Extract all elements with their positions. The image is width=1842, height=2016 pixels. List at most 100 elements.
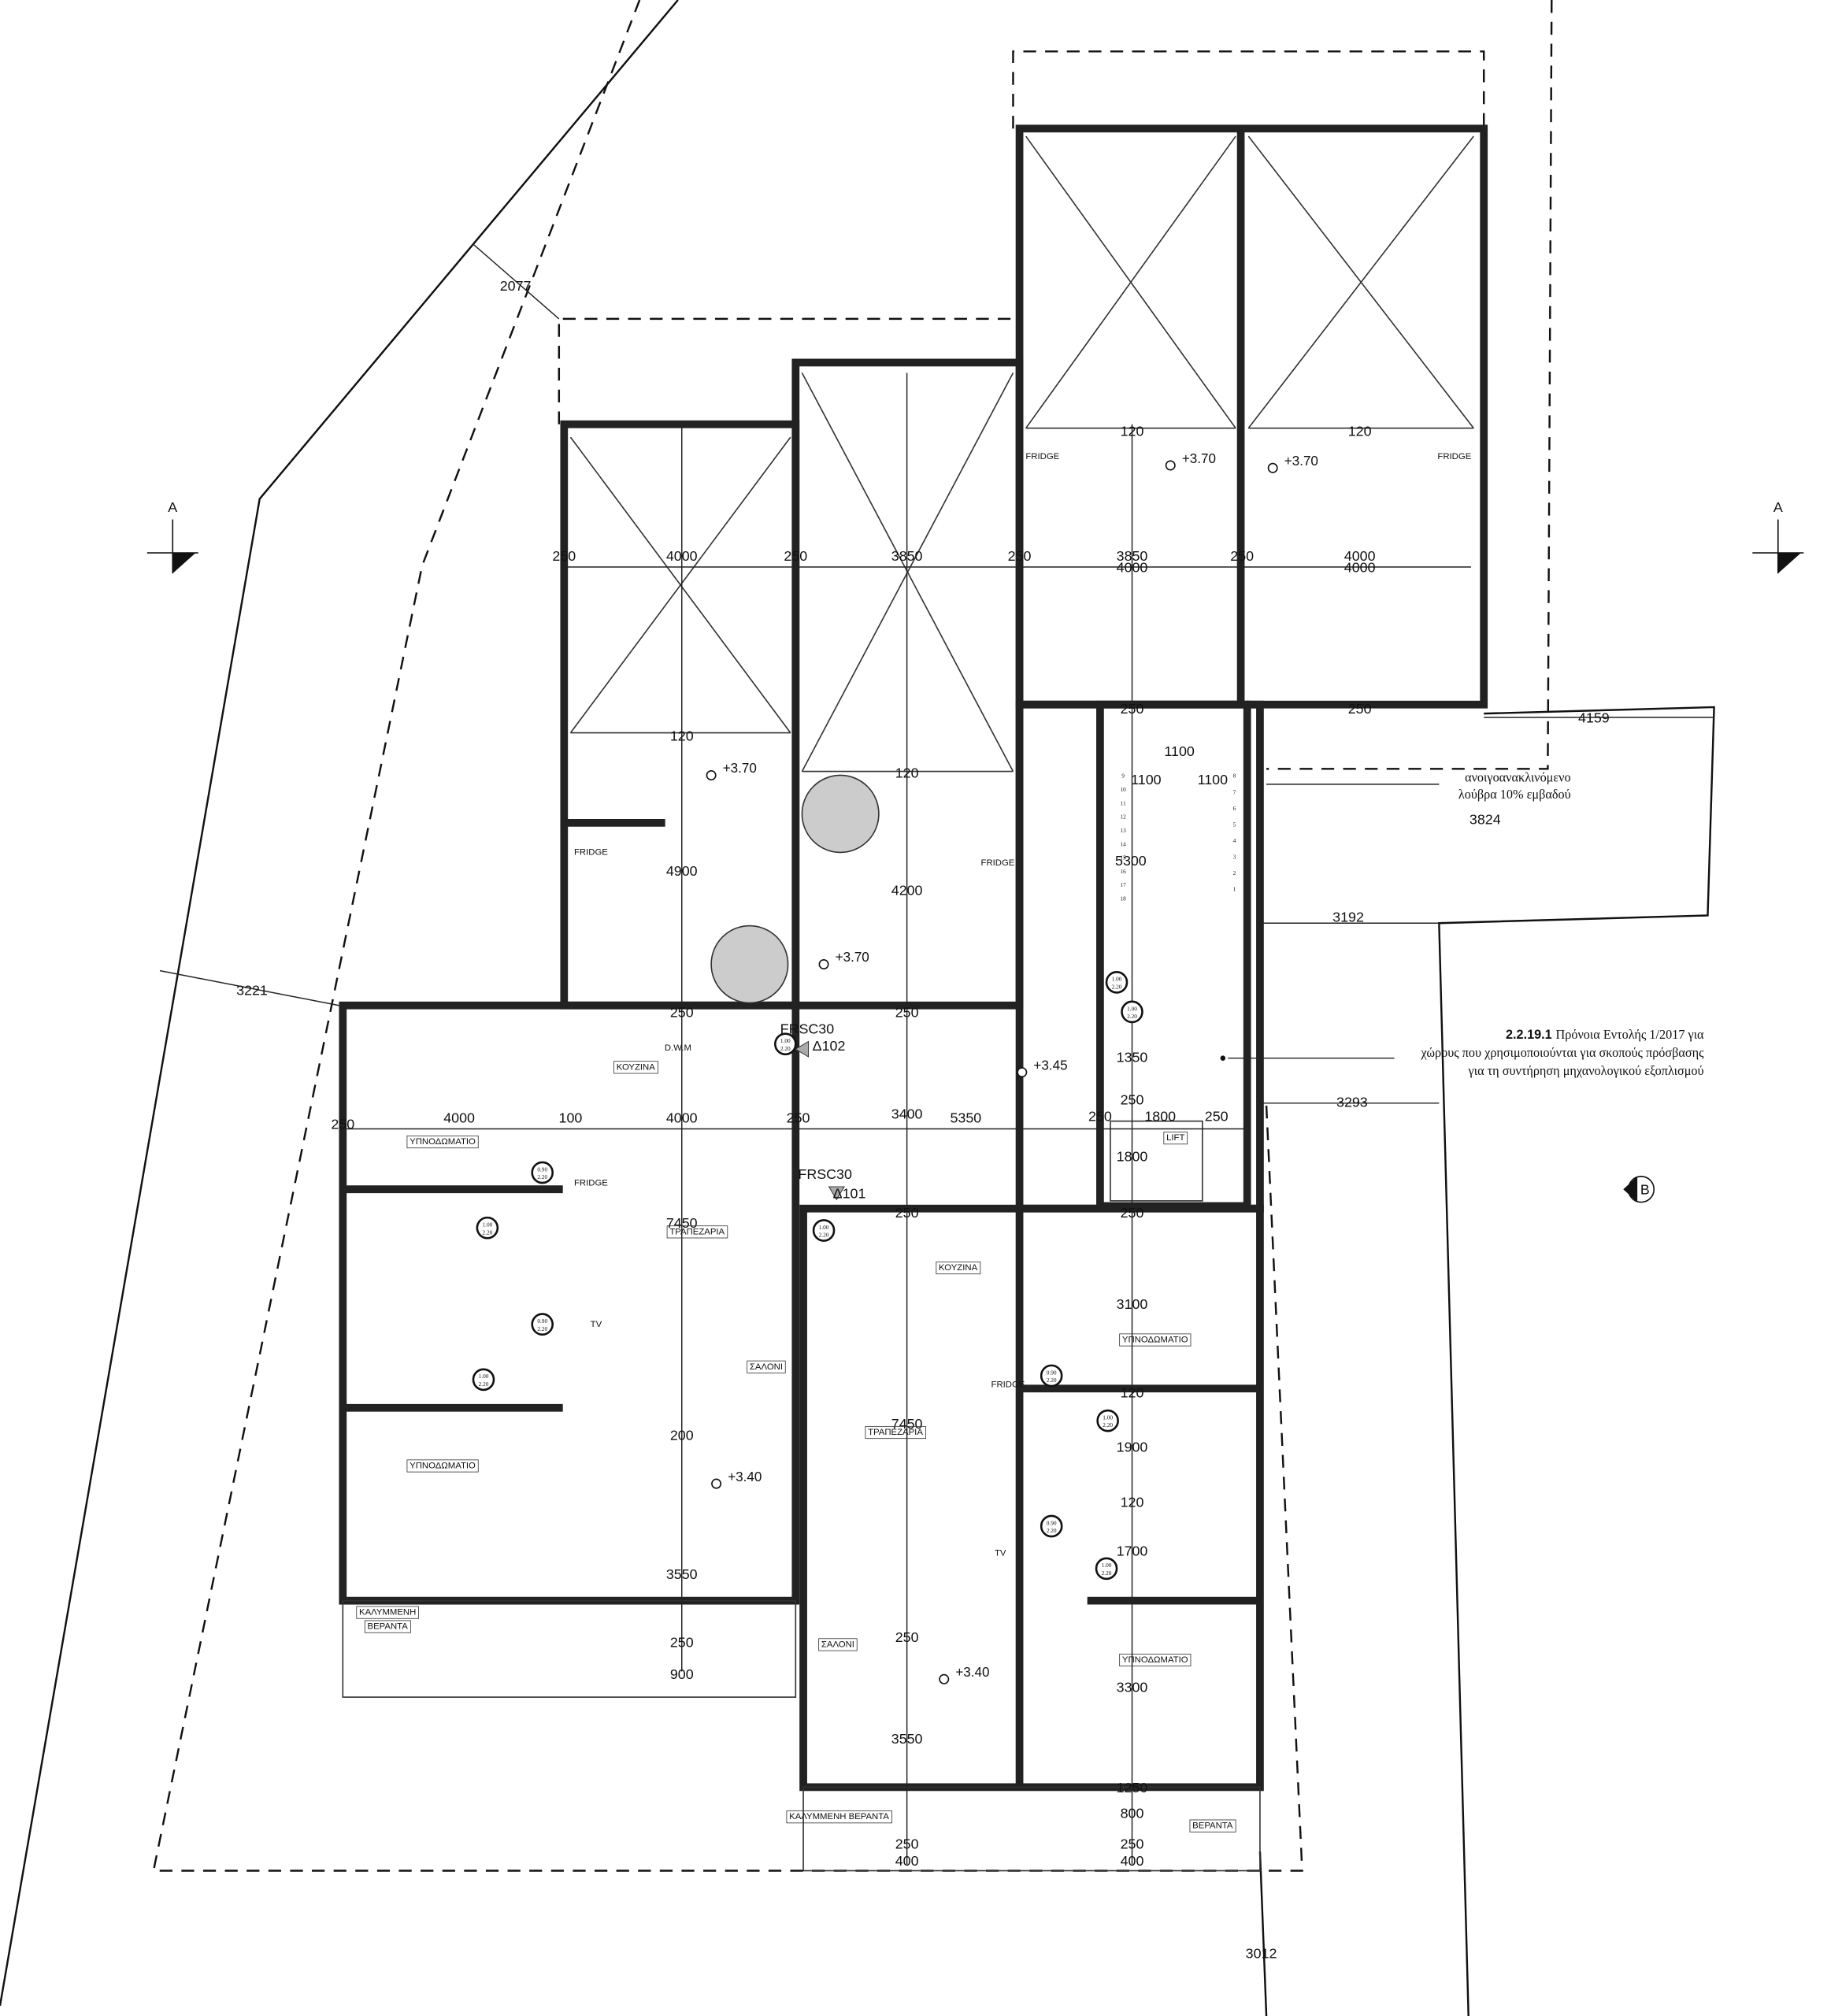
door-tag-circle	[1096, 1409, 1119, 1432]
dimension-label: 400	[895, 1853, 919, 1869]
door-height: 2.20	[1047, 1527, 1057, 1534]
stair-step-number: 12	[1120, 813, 1126, 821]
room-label: LIFT	[1166, 1133, 1184, 1143]
room-label-frame	[865, 1425, 926, 1440]
dimension-label: 3221	[236, 983, 268, 999]
door-height: 2.20	[1103, 1421, 1113, 1429]
level-value: +3.70	[723, 761, 757, 776]
dimension-label: 1350	[1117, 1050, 1148, 1065]
door-height: 2.20	[482, 1228, 492, 1236]
level-value: +3.70	[836, 950, 869, 965]
level-marker-icon	[706, 769, 717, 781]
door-height: 2.20	[537, 1325, 547, 1332]
stair-step-number: 13	[1120, 827, 1126, 834]
dimension-label: 250	[895, 1004, 919, 1020]
fixture-label: TV	[591, 1320, 602, 1329]
door-tag-circle	[531, 1313, 554, 1336]
section-arrow-icon	[1777, 553, 1802, 574]
dimension-label: 800	[1121, 1806, 1144, 1821]
dimension-label: 250	[784, 548, 807, 564]
dimension-label: 1100	[1164, 743, 1194, 759]
fire-door-triangle-icon	[828, 1186, 845, 1201]
room-label-frame	[364, 1620, 411, 1633]
stair-step-number: 18	[1120, 895, 1126, 902]
room-label-frame	[406, 1459, 479, 1473]
fixture-label: FRIDGE	[1025, 452, 1059, 461]
dimension-label: 7450	[666, 1215, 698, 1231]
door-tag-circle	[1040, 1364, 1063, 1388]
dimension-label: 100	[559, 1110, 583, 1125]
dimension-label: 120	[1121, 1385, 1144, 1401]
dimension-label: 1800	[1144, 1109, 1176, 1125]
door-width: 1.00	[479, 1373, 489, 1380]
stair-step-number: 9	[1121, 773, 1125, 780]
stair-step-number: 15	[1120, 854, 1126, 862]
stair-step-number: 7	[1233, 788, 1236, 795]
dimension-label: 400	[1121, 1853, 1144, 1869]
room-label-frame	[747, 1360, 786, 1373]
dimension-label: 4000	[666, 1110, 698, 1125]
door-width: 1.00	[482, 1221, 492, 1228]
fire-door-note-1: FRSC30 Δ102	[780, 1021, 845, 1058]
dimension-label: 250	[787, 1110, 810, 1125]
room-label: ΤΡΑΠΕΖΑΡΙΑ	[669, 1227, 725, 1236]
room-label: ΣΑΛΟΝΙ	[750, 1362, 783, 1372]
fixture-label: D.W.M	[665, 1043, 691, 1053]
dimension-label: 250	[895, 1629, 919, 1645]
stair-step-number: 4	[1233, 837, 1236, 844]
door-height: 2.20	[1047, 1377, 1057, 1384]
door-width: 1.00	[780, 1037, 791, 1044]
dimension-label: 3012	[1246, 1945, 1277, 1961]
door-height: 2.20	[537, 1173, 547, 1180]
room-label: ΚΟΥΖΙΝΑ	[939, 1263, 978, 1273]
dimension-label: 4159	[1578, 710, 1610, 726]
louvre-note-line: ανοιγοανακλινόμενο	[1465, 770, 1571, 785]
room-label: ΥΠΝΟΔΩΜΑΤΙΟ	[1122, 1655, 1188, 1665]
louvre-note-line: λούβρα 10% εμβαδού	[1458, 787, 1571, 802]
fire-door-code: FRSC30	[780, 1021, 835, 1037]
level-marks: +3.70+3.70+3.70+3.70+3.45+3.40+3.40	[706, 451, 1318, 1684]
dimension-label: 3550	[891, 1731, 923, 1747]
stair-step-number: 1	[1233, 886, 1236, 893]
dimension-label: 2077	[500, 278, 532, 294]
door-tag-circle	[476, 1216, 499, 1240]
stair-step-number: 5	[1233, 821, 1236, 828]
dimension-label: 250	[1008, 548, 1032, 564]
dimension-label: 250	[1230, 548, 1254, 564]
dimension-label: 5350	[950, 1110, 981, 1125]
clause-line: για τη συντήρηση μηχανολογικού εξοπλισμο…	[1468, 1063, 1704, 1078]
dimension-label: 250	[670, 1004, 694, 1020]
door-width: 1.00	[1127, 1005, 1137, 1012]
dimension-label: 200	[670, 1428, 694, 1443]
stair-step-number: 8	[1233, 773, 1236, 780]
stair-step-number: 10	[1120, 786, 1126, 793]
walls	[339, 124, 1488, 1872]
dimension-label: 3192	[1332, 910, 1364, 925]
louvre-note: ανοιγοανακλινόμενο λούβρα 10% εμβαδού	[1266, 770, 1571, 802]
dimension-label: 1100	[1198, 772, 1228, 788]
fixture-label: FRIDGE	[981, 858, 1015, 868]
clause-line: χώρους που χρησιμοποιούνται για σκοπούς …	[1421, 1045, 1705, 1060]
stair-step-number: 11	[1121, 799, 1126, 806]
dimension-label: 4000	[1344, 559, 1376, 575]
door-height: 2.20	[1112, 983, 1122, 990]
room-label: ΥΠΝΟΔΩΜΑΤΙΟ	[1122, 1335, 1188, 1344]
dimension-label: 4000	[666, 548, 698, 564]
fixture-label: FRIDGE	[991, 1380, 1025, 1390]
level-value: +3.70	[1182, 451, 1216, 466]
fire-door-triangle-icon	[795, 1040, 810, 1058]
dimension-label: 250	[670, 1634, 694, 1650]
room-label-frame	[1163, 1132, 1188, 1145]
stair-step-number: 17	[1120, 881, 1126, 888]
dimension-label: 250	[1088, 1109, 1112, 1125]
fire-door-ref: Δ101	[833, 1186, 866, 1202]
room-label: ΤΡΑΠΕΖΑΡΙΑ	[868, 1428, 923, 1437]
room-label: ΚΑΛΥΜΜΕΝΗ ΒΕΡΑΝΤΑ	[789, 1812, 889, 1821]
dimension-label: 250	[1121, 1091, 1144, 1107]
stair-step-number: 16	[1120, 868, 1126, 875]
door-width: 0.90	[537, 1166, 547, 1173]
dimension-label: 5300	[1115, 853, 1147, 869]
dimension-label: 3824	[1470, 811, 1501, 827]
